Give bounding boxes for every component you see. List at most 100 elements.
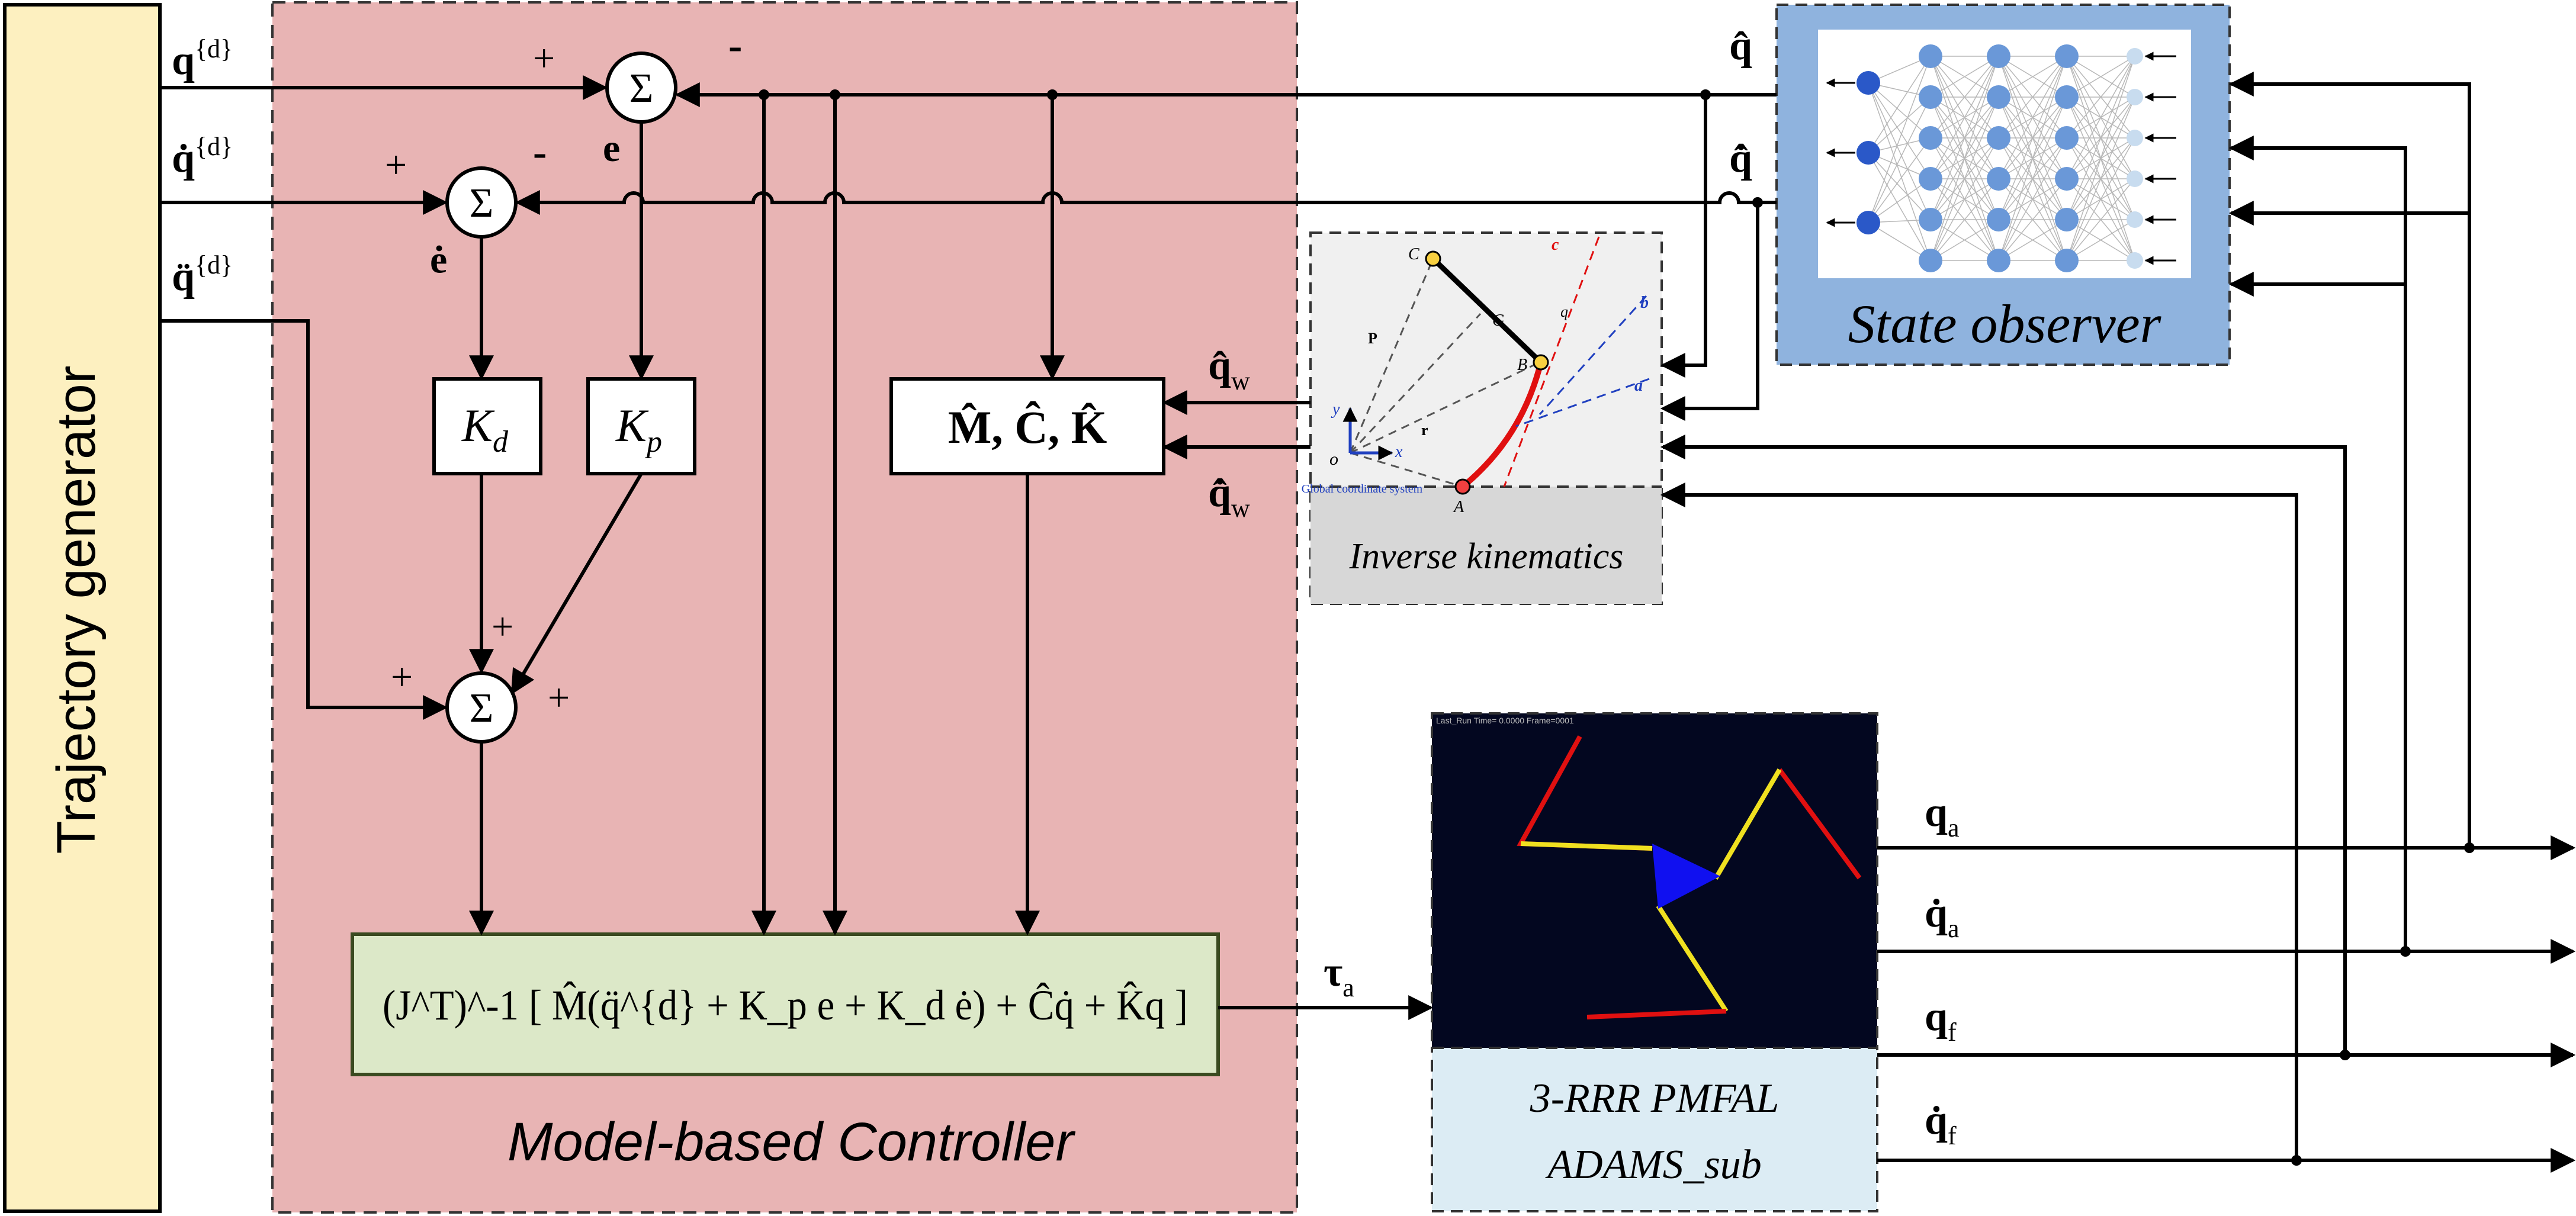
nn-connection [1930,56,1999,179]
nn-node [2127,252,2143,269]
nn-node [1919,44,1942,68]
ik-label-line-b: b [1640,294,1649,312]
dynamics-estimate-block: M̂, Ĉ, K̂ [889,377,1165,475]
controller-title: Model-based Controller [508,1112,1076,1172]
nn-node [2127,89,2143,105]
nn-connection [1868,82,1931,179]
nn-connection [1998,219,2067,261]
sign-minus-sum2: - [533,130,547,175]
neural-network-icon [1826,44,2176,272]
kp-gain-block: Kp [586,377,696,475]
nn-connection [1868,96,1931,153]
sign-plus-sum3-right: + [548,676,570,719]
nn-node [1919,167,1942,191]
kinematics-schematic [1342,236,1650,495]
nn-connection [2066,96,2135,261]
svg-text:Kd: Kd [461,400,509,459]
kd-subscript: d [493,425,509,459]
ik-label-q: q [1560,303,1568,320]
nn-node [2127,211,2143,228]
label-error: e [603,127,620,170]
nn-connection [2066,56,2135,261]
dynamics-estimate-label: M̂, Ĉ, K̂ [948,401,1107,453]
sign-plus-sum3-top: + [492,605,513,648]
nn-connection [1868,222,1931,261]
nn-node [2055,85,2079,109]
nn-node [2055,167,2079,191]
ik-label-a: A [1453,498,1464,516]
nn-node [1987,44,2010,68]
nn-node [1987,126,2010,150]
ik-label-g: G [1492,311,1504,330]
nn-connection [2066,56,2135,139]
sum-symbol-1: Σ [629,66,654,111]
label-q-a-dot: q̇a [1925,890,1959,943]
nn-node [1987,249,2010,272]
sign-plus-sum2: + [385,143,407,186]
kp-subscript: p [644,425,662,459]
nn-connection [1998,56,2067,98]
nn-connection [1868,96,1931,223]
nn-connection [1868,56,1931,153]
nn-node [1919,208,1942,231]
nn-node [1919,85,1942,109]
signal-lines [160,72,2576,1173]
mechanism-render [1517,735,1862,1019]
sign-plus-sum3-left: + [391,655,413,699]
state-observer-label: State observer [1848,294,2162,354]
label-q-w: q̂w [1208,343,1250,395]
nn-node [1856,71,1880,95]
sum-junction-velocity: Σ [445,166,518,239]
plant-caption-line2: ADAMS_sub [1545,1142,1762,1188]
label-qdot-desired: q̇{d} [172,132,233,181]
nn-connection [1998,56,2067,220]
nn-connection [1868,82,1931,261]
nn-connection [1998,137,2067,261]
torque-law-block: (J^T)^-1 [ M̂(q̈^{d} + K_p e + K_d ė) + … [351,932,1220,1076]
ik-label-b: B [1517,356,1527,374]
nn-node [2127,130,2143,146]
nn-connection [1998,56,2067,261]
nn-connection [2066,137,2135,261]
sum-junction-output: Σ [445,671,518,744]
plant-block: Last_Run Time= 0.0000 Frame=0001 3-RRR P… [1431,712,1878,1212]
ik-label-line-a: a [1634,377,1643,395]
trajectory-generator-block: Trajectory generator [3,3,162,1213]
nn-connection [1930,56,1999,220]
nn-connection [2066,56,2135,98]
nn-connection [1930,56,1999,98]
nn-node [1987,85,2010,109]
nn-connection [1868,152,1931,261]
label-q-desired: q{d} [172,34,233,83]
nn-connection [1930,178,1999,261]
nn-connection [1868,82,1931,220]
ik-label-x: x [1395,443,1403,461]
ik-global-coordinate-label: Global coordinate system [1302,482,1423,496]
nn-connection [1998,56,2067,139]
junction-dots [759,89,2475,1166]
kp-symbol: K [615,400,649,451]
nn-node [2055,208,2079,231]
nn-connection [1868,137,1931,223]
inverse-kinematics-block: Inverse kinematics C G B A c b a o x y P [1302,231,1663,605]
label-tau-a: τa [1324,950,1354,1002]
nn-connection [1868,178,1931,223]
nn-connection [1930,137,1999,261]
plant-caption-line1: 3-RRR PMFAL [1530,1076,1780,1121]
nn-node [1856,211,1880,234]
ik-label-line-c: c [1552,236,1559,254]
label-q-a: qa [1925,790,1959,842]
sign-minus-sum1: - [728,23,742,69]
nn-connection [1998,56,2067,179]
svg-text:Kp: Kp [615,400,662,459]
label-q-f: qf [1925,994,1957,1047]
ik-label-origin: o [1329,449,1338,469]
nn-node [2055,249,2079,272]
nn-node [2055,126,2079,150]
inverse-kinematics-label: Inverse kinematics [1348,536,1623,577]
nn-connection [2066,56,2135,220]
nn-connection [1998,96,2067,261]
sum-symbol-3: Σ [470,686,494,731]
nn-node [2127,171,2143,187]
